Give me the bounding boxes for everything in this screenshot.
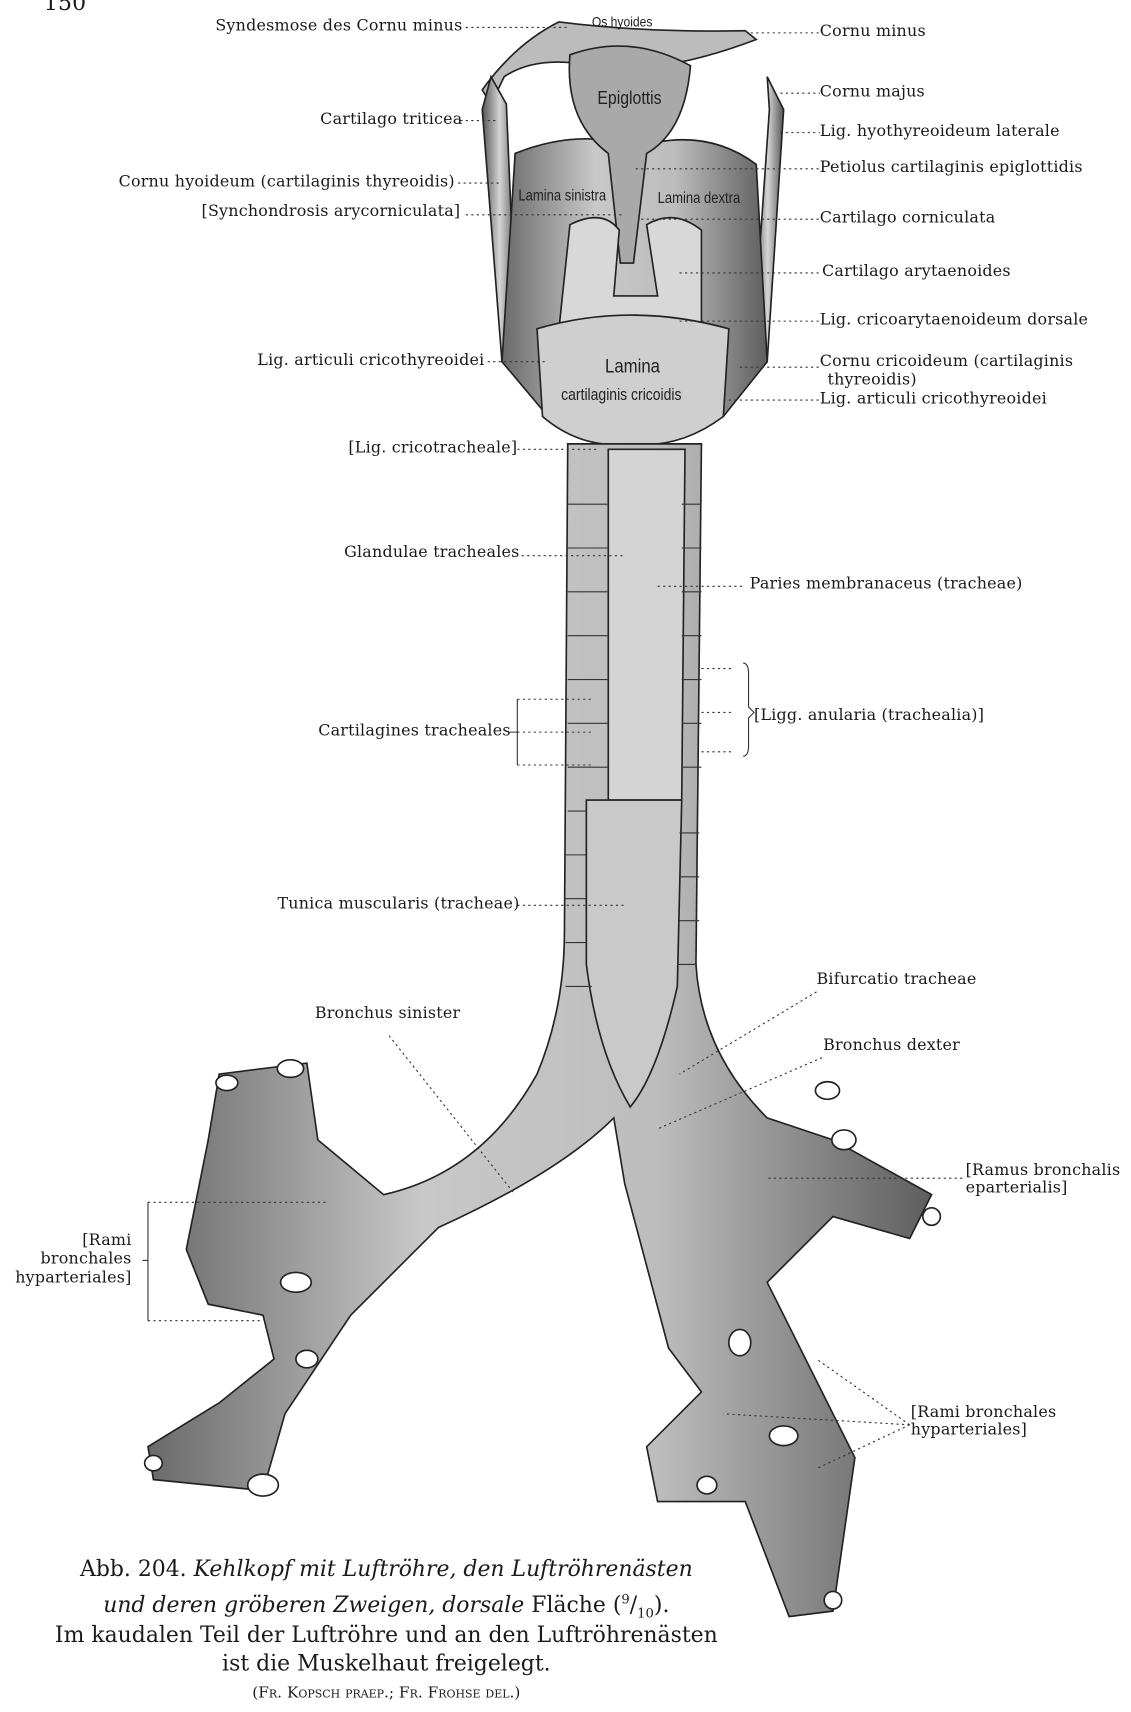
label-cartilago-corniculata: Cartilago corniculata	[819, 209, 996, 227]
cricoid-lamina	[536, 314, 730, 446]
label-bifurcatio-tracheae: Bifurcatio tracheae	[816, 971, 977, 989]
caption-line-4: ist die Muskelhaut freigelegt.	[222, 1649, 551, 1676]
caption-close: ).	[653, 1591, 670, 1618]
caption-figure-number: Abb. 204.	[79, 1555, 187, 1582]
caption-fraction-numerator: 9	[621, 1591, 630, 1607]
label-cornu-cricoideum-1: Cornu cricoideum (cartilaginis	[819, 352, 1074, 371]
label-tunica-muscularis: Tunica muscularis (tracheae)	[277, 895, 520, 913]
label-ligg-anularia: [Ligg. anularia (trachealia)]	[754, 706, 985, 725]
caption-line-2: und deren gröberen Zweigen, dorsale Fläc…	[103, 1591, 670, 1621]
label-cartilago-arytaenoides: Cartilago arytaenoides	[821, 263, 1011, 281]
label-lig-cricoarytaenoideum-dorsale: Lig. cricoarytaenoideum dorsale	[819, 311, 1089, 329]
label-rami-bronchales-hyparteriales-left-3: hyparteriales]	[15, 1269, 132, 1287]
label-cartilago-triticea: Cartilago triticea	[320, 110, 463, 129]
label-glandulae-tracheales: Glandulae tracheales	[344, 543, 520, 562]
caption-flaeche: Fläche (	[531, 1591, 622, 1618]
label-cornu-majus: Cornu majus	[819, 83, 925, 101]
label-lig-articuli-cricothyreoidei-left: Lig. articuli cricothyreoidei	[257, 351, 485, 370]
page-number: 150	[43, 0, 87, 16]
arytenoid-cartilages	[558, 216, 703, 330]
tunica-muscularis	[585, 799, 683, 1109]
label-petiolus-cartilaginis-epiglottidis: Petiolus cartilaginis epiglottidis	[819, 158, 1083, 177]
trachea	[147, 443, 933, 1618]
label-lig-articuli-cricothyreoidei-right: Lig. articuli cricothyreoidei	[819, 390, 1047, 408]
label-cartilagines-tracheales: Cartilagines tracheales	[318, 722, 511, 740]
label-ramus-bronchalis-eparterialis-1: [Ramus bronchalis	[965, 1161, 1121, 1180]
label-ramus-bronchalis-eparterialis-2: eparterialis]	[965, 1179, 1068, 1197]
label-rami-bronchales-hyparteriales-left-1: [Rami	[82, 1231, 132, 1250]
label-bronchus-sinister: Bronchus sinister	[314, 1005, 461, 1023]
epiglottis	[568, 45, 692, 264]
caption-title-2: und deren gröberen Zweigen, dorsale	[103, 1591, 525, 1618]
label-lig-hyothyreoideum-laterale: Lig. hyothyreoideum laterale	[819, 122, 1060, 141]
caption-fraction-denominator: 10	[637, 1605, 654, 1621]
caption-line-1: Abb. 204. Kehlkopf mit Luftröhre, den Lu…	[0, 1554, 773, 1582]
caption-title-1: Kehlkopf mit Luftröhre, den Luftröhrenäs…	[193, 1555, 693, 1582]
label-lamina-dextra: Lamina dextra	[657, 188, 741, 207]
label-cornu-cricoideum-2: thyreoidis)	[827, 371, 917, 390]
caption-line-3: Im kaudalen Teil der Luftröhre und an de…	[54, 1620, 718, 1648]
caption-credit: (Fr. Kopsch praep.; Fr. Frohse del.)	[252, 1684, 521, 1703]
label-syndesmose-cornu-minus: Syndesmose des Cornu minus	[215, 17, 463, 36]
label-rami-bronchales-hyparteriales-right-1: [Rami bronchales	[910, 1403, 1057, 1422]
label-lamina-sinistra: Lamina sinistra	[518, 186, 607, 204]
label-synchondrosis-arycorniculata: [Synchondrosis arycorniculata]	[201, 202, 461, 221]
label-cornu-minus: Cornu minus	[819, 23, 926, 41]
label-os-hyoides: Os hyoides	[591, 13, 653, 30]
label-lig-cricotracheale: [Lig. cricotracheale]	[348, 439, 518, 458]
paries-membranaceus	[607, 448, 686, 801]
label-cornu-hyoideum: Cornu hyoideum (cartilaginis thyreoidis)	[118, 173, 455, 191]
label-paries-membranaceus: Paries membranaceus (tracheae)	[749, 575, 1023, 593]
label-cartilaginis-cricoidis: cartilaginis cricoidis	[561, 385, 682, 405]
brackets	[142, 662, 755, 1321]
label-bronchus-dexter: Bronchus dexter	[823, 1036, 960, 1055]
label-lamina: Lamina	[604, 355, 660, 378]
label-rami-bronchales-hyparteriales-left-2: bronchales	[40, 1250, 132, 1269]
label-epiglottis: Epiglottis	[597, 87, 662, 109]
label-rami-bronchales-hyparteriales-right-2: hyparteriales]	[910, 1421, 1028, 1440]
